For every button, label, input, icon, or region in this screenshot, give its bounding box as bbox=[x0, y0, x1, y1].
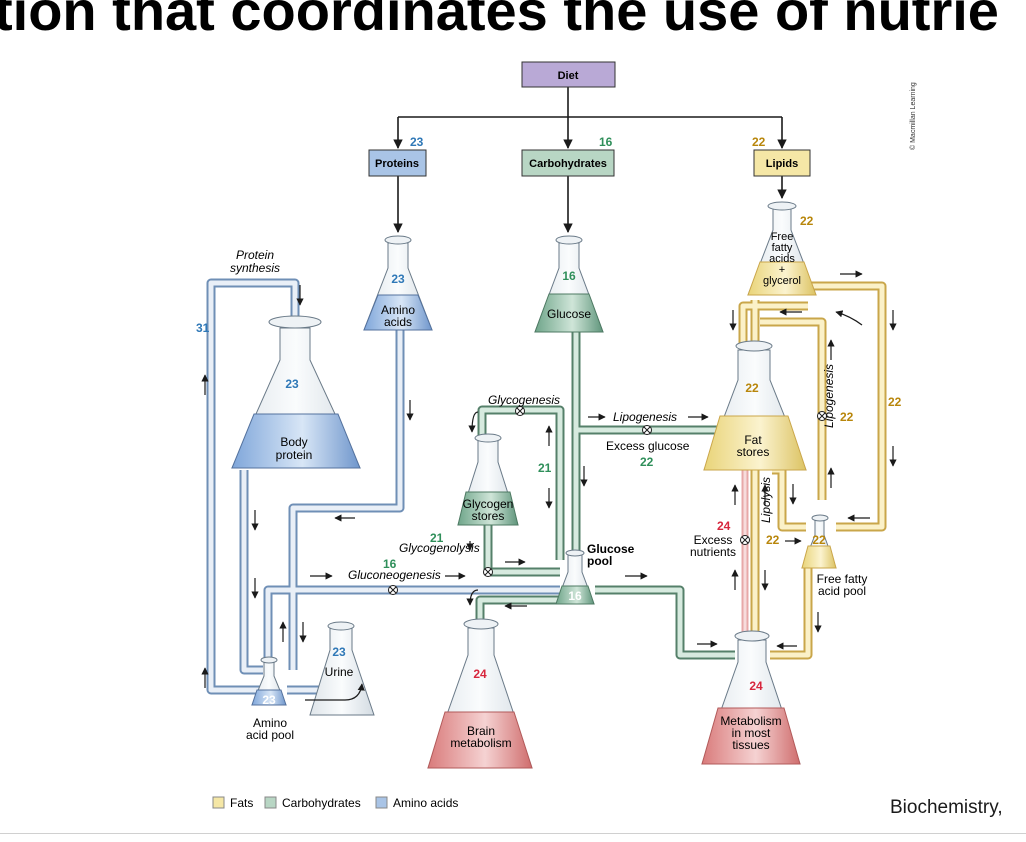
ffa-pool-flask bbox=[801, 514, 837, 569]
book-credit: Biochemistry, bbox=[890, 797, 1003, 818]
excess-glucose-label: Excess glucose bbox=[606, 439, 690, 453]
gluconeogenesis-chapter: 16 bbox=[383, 557, 397, 571]
carbohydrates-chapter: 16 bbox=[599, 135, 613, 149]
lipids-box bbox=[753, 149, 811, 177]
flow-arrows bbox=[201, 270, 897, 701]
diet-distribution-lines bbox=[393, 87, 787, 233]
body-protein-chapter: 23 bbox=[285, 377, 299, 391]
glycogenesis-label: Glycogenesis bbox=[488, 393, 560, 407]
pipes bbox=[206, 278, 887, 695]
bottom-divider bbox=[0, 833, 1026, 834]
excess-nutrients-chapter: 24 bbox=[717, 519, 731, 533]
carbohydrates-box bbox=[521, 149, 615, 177]
glycogenesis-valve bbox=[515, 406, 525, 416]
glycogenolysis-chapter: 21 bbox=[430, 531, 444, 545]
lipogenesis-valve bbox=[642, 425, 652, 435]
page-title: tion that coordinates the use of nutrie bbox=[0, 0, 999, 42]
urine-chapter: 23 bbox=[332, 645, 346, 659]
lipids-label: Lipids bbox=[766, 158, 798, 170]
copyright-text: © Macmillan Learning bbox=[909, 82, 917, 150]
lipogenesis-side-valve bbox=[817, 411, 827, 421]
fat-stores-chapter: 22 bbox=[745, 381, 759, 395]
proteins-label: Proteins bbox=[375, 158, 419, 170]
legend-label-carbohydrates: Carbohydrates bbox=[282, 796, 361, 810]
ffa-chapter: 22 bbox=[800, 214, 814, 228]
lipids-chapter: 22 bbox=[752, 135, 766, 149]
amino-acid-pool-flask bbox=[251, 656, 287, 706]
excess-glucose-chapter: 22 bbox=[640, 455, 654, 469]
brain-chapter: 24 bbox=[473, 667, 487, 681]
legend-swatch-fats bbox=[212, 796, 225, 809]
protein-synthesis-chapter: 31 bbox=[196, 321, 210, 335]
legend-label-amino-acids: Amino acids bbox=[393, 796, 458, 810]
proteins-chapter: 23 bbox=[410, 135, 424, 149]
legend-label-fats: Fats bbox=[230, 796, 253, 810]
proteins-box bbox=[368, 149, 427, 177]
urine-label: Urine bbox=[325, 665, 354, 679]
diet-label: Diet bbox=[558, 70, 579, 82]
ffa-pool-arrow-number: 22 bbox=[766, 533, 780, 547]
gluconeogenesis-label: Gluconeogenesis bbox=[348, 568, 441, 582]
glucose-pool-flask bbox=[555, 549, 595, 605]
urine-flask bbox=[309, 621, 375, 716]
gluconeogenesis-valve bbox=[388, 585, 398, 595]
tissues-chapter: 24 bbox=[749, 679, 763, 693]
legend: Fats Carbohydrates Amino acids bbox=[212, 796, 458, 810]
brain-metabolism-flask bbox=[427, 618, 533, 769]
lipogenesis-side-chapter: 22 bbox=[840, 410, 854, 424]
lipogenesis-side-label: Lipogenesis bbox=[822, 364, 836, 428]
ffa-pool-chapter: 22 bbox=[812, 533, 826, 547]
free-fatty-acids-flask bbox=[747, 201, 817, 296]
legend-swatch-amino-acids bbox=[375, 796, 388, 809]
glycogen-stores-flask bbox=[457, 433, 519, 526]
excess-nutrients-valve bbox=[740, 535, 750, 545]
fat-stores-flask bbox=[703, 340, 807, 471]
metabolism-tissues-flask bbox=[701, 630, 801, 765]
lipogenesis-top-label: Lipogenesis bbox=[613, 410, 677, 424]
lipolysis-label: Lipolysis bbox=[759, 477, 773, 523]
carbohydrates-label: Carbohydrates bbox=[529, 158, 607, 170]
amino-acids-chapter: 23 bbox=[391, 272, 405, 286]
glucose-label: Glucose bbox=[547, 307, 591, 321]
glycogenolysis-valve bbox=[483, 567, 493, 577]
body-protein-flask bbox=[231, 315, 361, 469]
amino-acids-flask bbox=[363, 235, 433, 331]
diet-box bbox=[521, 61, 616, 88]
glycogenesis-chapter: 21 bbox=[538, 461, 552, 475]
ffa-side-number: 22 bbox=[888, 395, 902, 409]
amino-acid-pool-chapter: 23 bbox=[262, 693, 276, 707]
glucose-flask bbox=[534, 235, 604, 333]
legend-swatch-carbohydrates bbox=[264, 796, 277, 809]
glucose-chapter: 16 bbox=[562, 269, 576, 283]
glycogenolysis-label: Glycogenolysis bbox=[399, 541, 480, 555]
valve-symbols bbox=[388, 406, 827, 595]
glucose-pool-chapter: 16 bbox=[568, 589, 582, 603]
